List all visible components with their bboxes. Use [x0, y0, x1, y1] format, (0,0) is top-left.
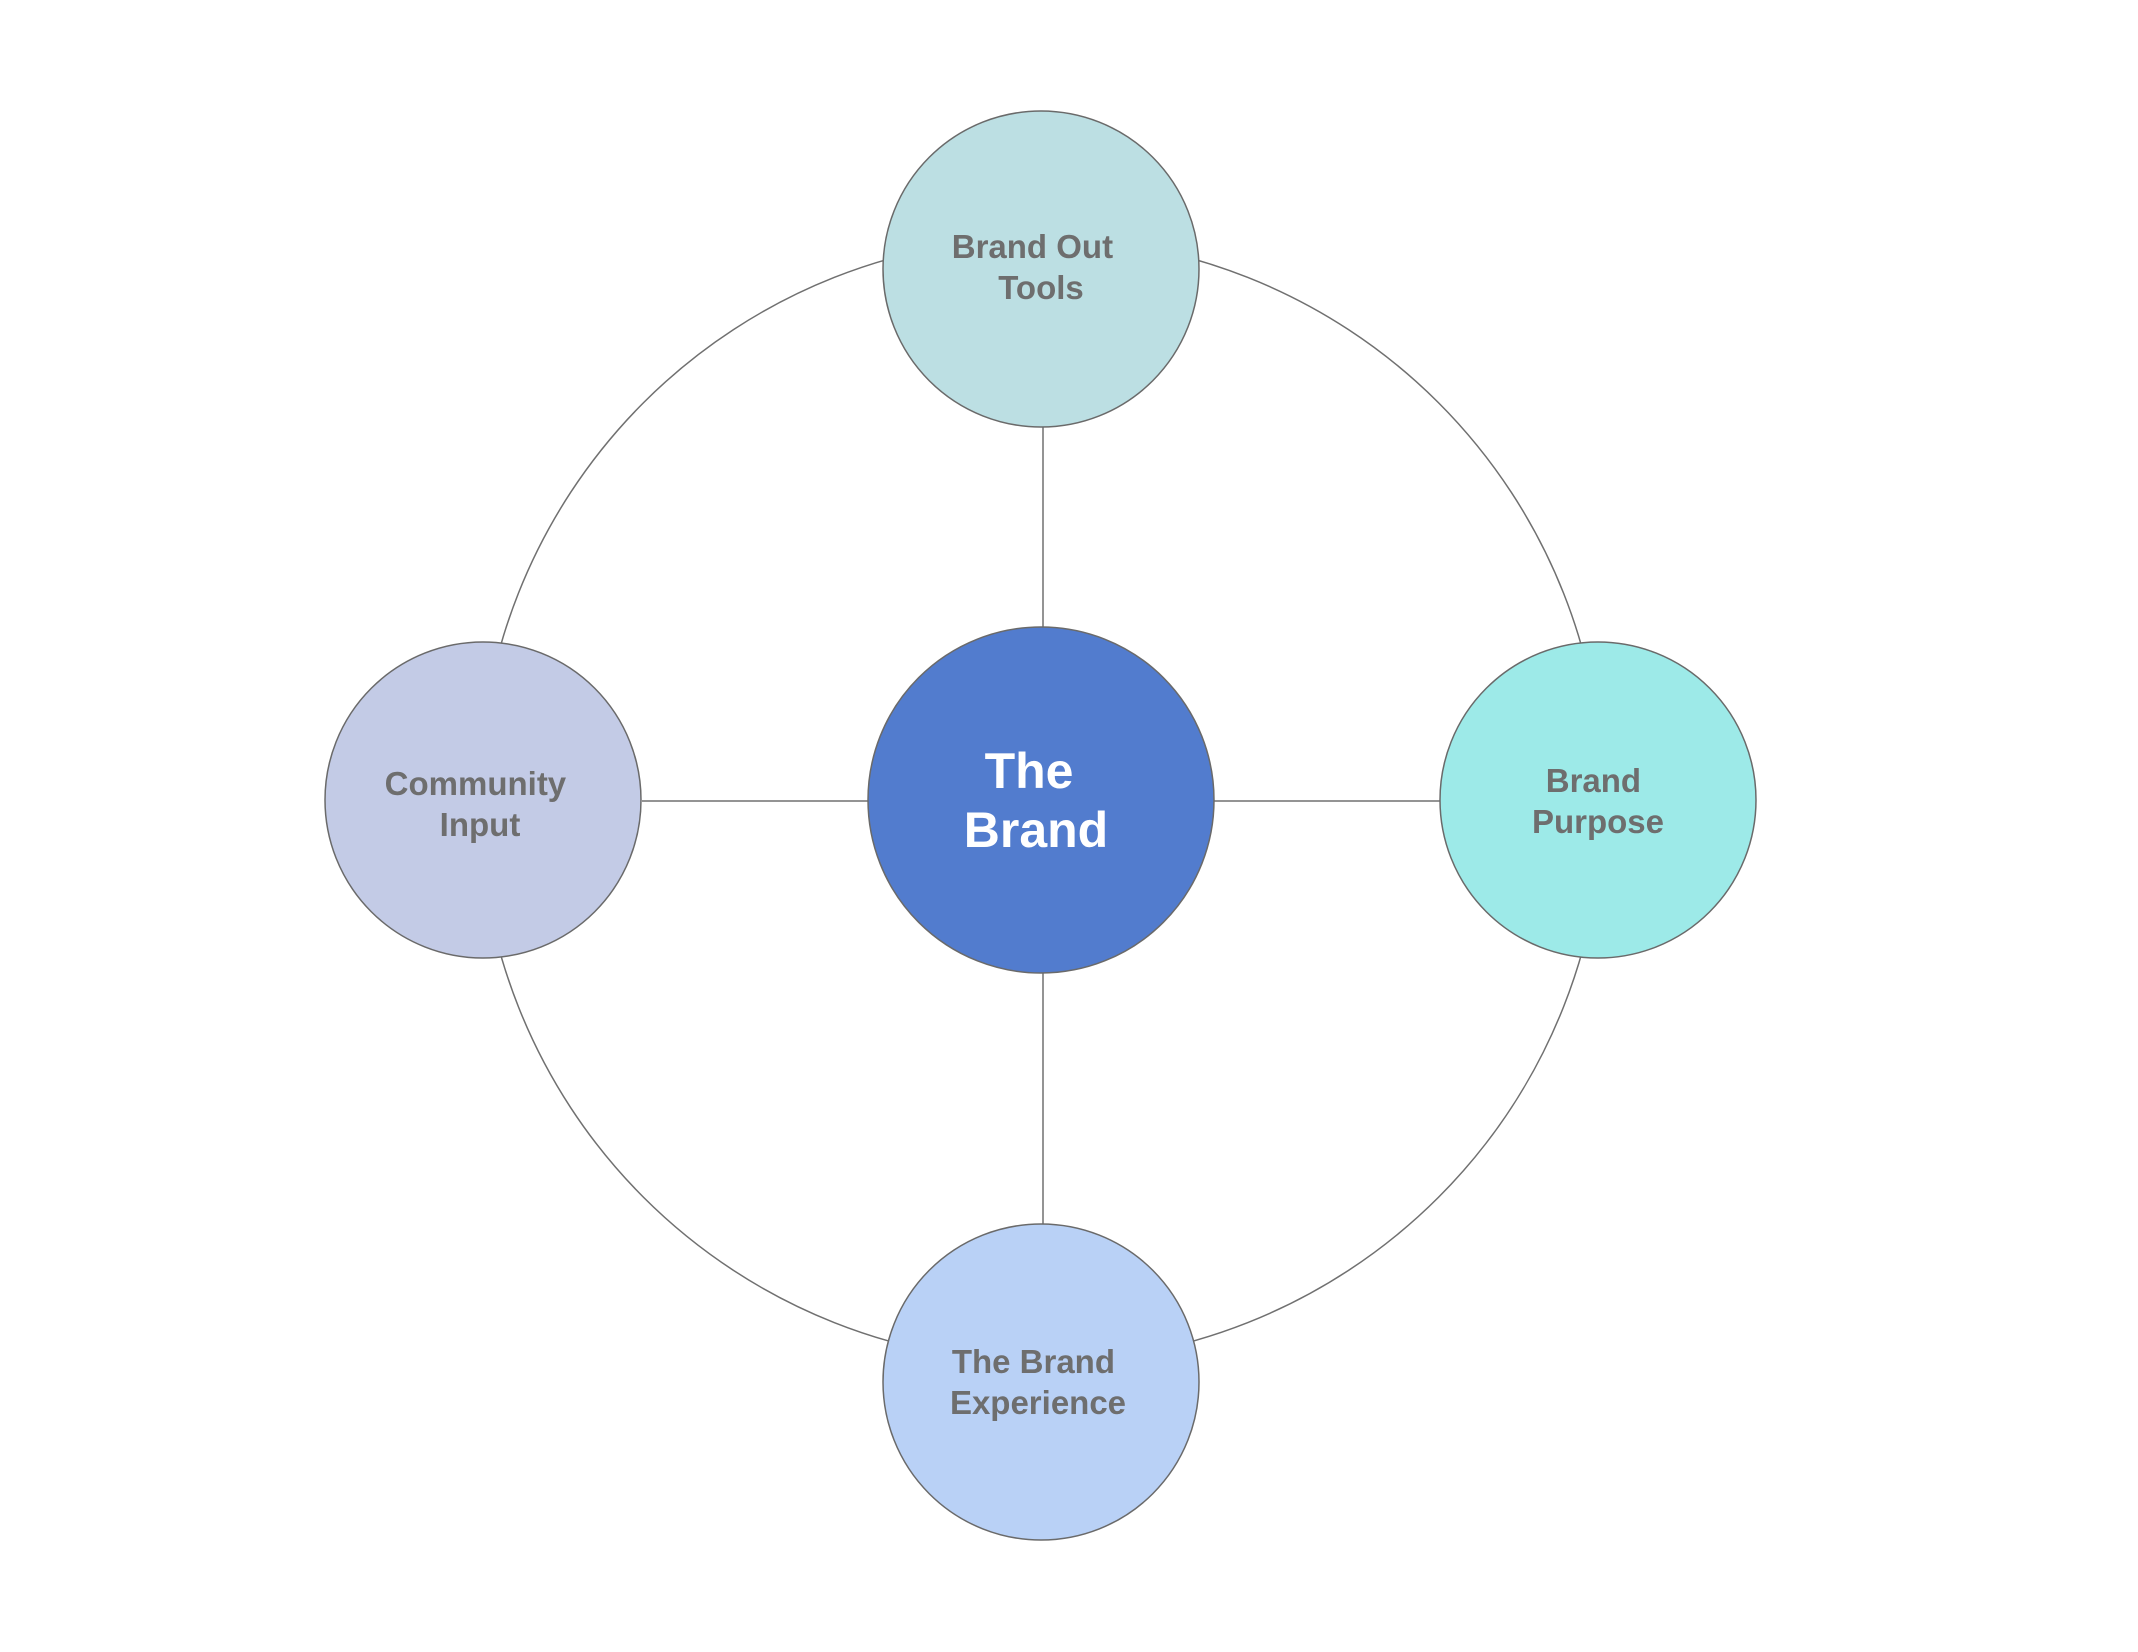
node-community-input[interactable]: Community Input — [324, 641, 642, 959]
node-brand-out-tools-line1: Brand Out — [952, 228, 1113, 265]
node-brand-out-tools[interactable]: Brand Out Tools — [882, 110, 1200, 428]
node-the-brand-line2: Brand — [964, 802, 1108, 858]
node-community-input-circle — [324, 641, 642, 959]
node-brand-out-tools-circle — [882, 110, 1200, 428]
node-community-input-line2: Input — [440, 806, 521, 843]
node-the-brand[interactable]: The Brand — [867, 626, 1215, 974]
node-brand-purpose-line2: Purpose — [1532, 803, 1664, 840]
node-the-brand-experience-line1: The Brand — [952, 1343, 1115, 1380]
node-the-brand-line1: The — [985, 743, 1074, 799]
node-brand-purpose-circle — [1439, 641, 1757, 959]
node-brand-purpose[interactable]: Brand Purpose — [1439, 641, 1757, 959]
node-brand-purpose-label: Brand Purpose — [1532, 762, 1664, 840]
node-the-brand-experience-line2: Experience — [950, 1384, 1126, 1421]
node-the-brand-experience-circle — [882, 1223, 1200, 1541]
node-the-brand-label: The Brand — [964, 743, 1108, 858]
node-the-brand-experience[interactable]: The Brand Experience — [882, 1223, 1200, 1541]
node-the-brand-circle — [867, 626, 1215, 974]
node-the-brand-experience-label: The Brand Experience — [950, 1343, 1126, 1421]
node-community-input-line1: Community — [385, 765, 567, 802]
node-community-input-label: Community Input — [385, 765, 576, 843]
node-brand-out-tools-line2: Tools — [998, 269, 1084, 306]
node-brand-purpose-line1: Brand — [1546, 762, 1641, 799]
node-brand-out-tools-label: Brand Out Tools — [952, 228, 1123, 306]
